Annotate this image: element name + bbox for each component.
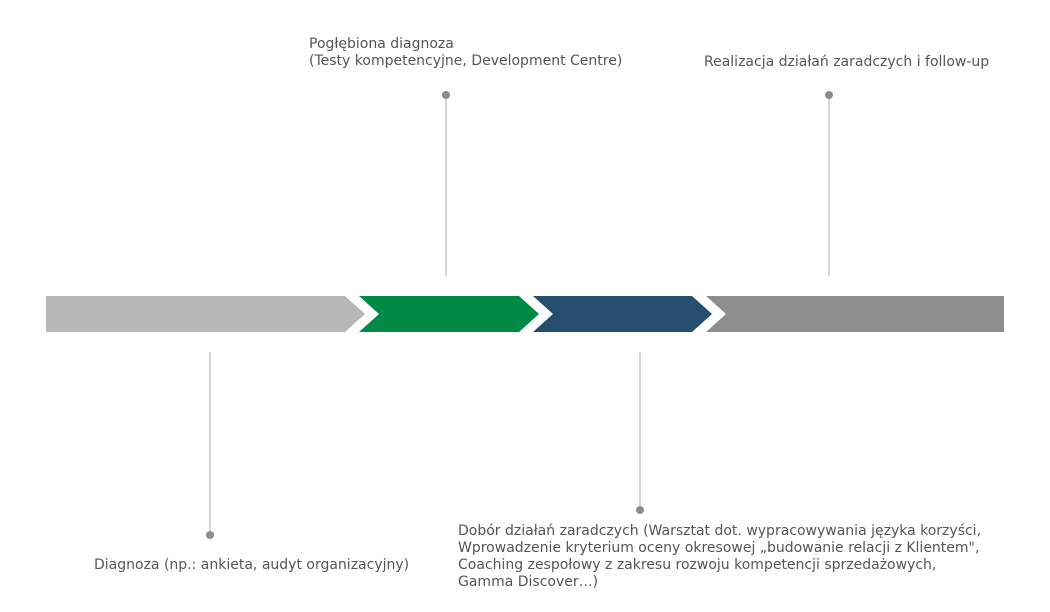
- stage-4-dot: [825, 91, 833, 99]
- stage-2-arrow: [359, 296, 539, 332]
- stage-3-label-line-3: Coaching zespołowy z zakresu rozwoju kom…: [458, 557, 937, 573]
- stage-3-dot: [636, 506, 644, 514]
- stage-1-label-line: Diagnoza (np.: ankieta, audyt organizacy…: [94, 557, 410, 573]
- stage-1-arrow: [46, 296, 365, 332]
- stage-1-label: Diagnoza (np.: ankieta, audyt organizacy…: [94, 557, 409, 574]
- stage-2-label: Pogłębiona diagnoza (Testy kompetencyjne…: [309, 36, 622, 70]
- stage-3-label-line-2: Wprowadzenie kryterium oceny okresowej „…: [458, 540, 980, 556]
- stage-2-dot: [442, 91, 450, 99]
- stage-2-label-line-2: (Testy kompetencyjne, Development Centre…: [309, 53, 623, 69]
- stage-3-label-line-1: Dobór działań zaradczych (Warsztat dot. …: [458, 523, 982, 539]
- stage-4-label-line: Realizacja działań zaradczych i follow-u…: [704, 54, 990, 70]
- stage-4-label: Realizacja działań zaradczych i follow-u…: [704, 54, 989, 71]
- stage-4-arrow: [706, 296, 1004, 332]
- stage-1-dot: [206, 531, 214, 539]
- stage-3-label-line-4: Gamma Discover…): [458, 574, 599, 590]
- stage-2-label-line-1: Pogłębiona diagnoza: [309, 36, 454, 52]
- stage-3-label: Dobór działań zaradczych (Warsztat dot. …: [458, 523, 981, 591]
- stage-3-arrow: [533, 296, 712, 332]
